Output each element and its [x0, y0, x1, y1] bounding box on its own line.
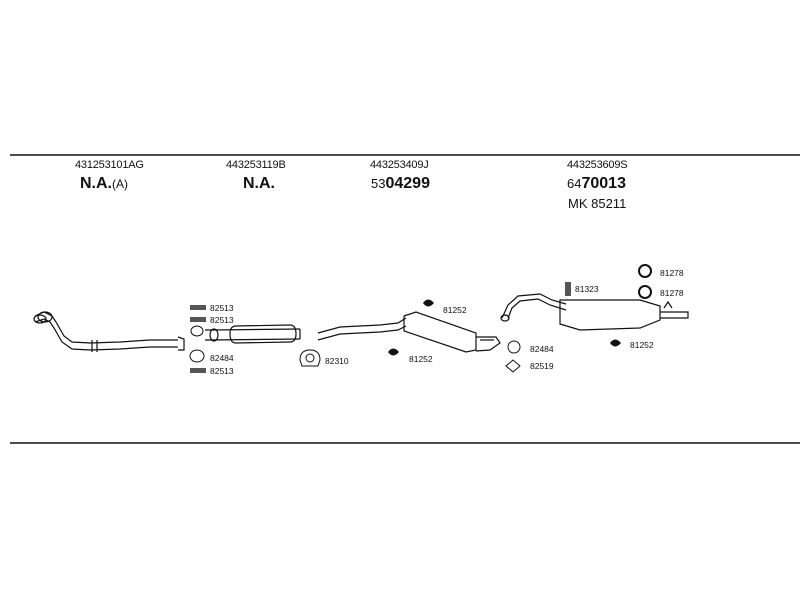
ref-col4-main: 70013	[581, 175, 626, 192]
part-number-col3: 443253409J	[370, 159, 429, 171]
ref-col4-prefix: 64	[567, 176, 582, 191]
label-81252-b: 81252	[409, 354, 433, 364]
part-number-col2: 443253119B	[226, 159, 286, 171]
label-81278-a: 81278	[660, 268, 684, 278]
rubber-mounts	[388, 299, 621, 356]
ref-col3-main: 04299	[385, 175, 430, 192]
rear-fittings	[505, 264, 652, 373]
label-82513-b: 82513	[210, 315, 234, 325]
label-81252-a: 81252	[443, 305, 467, 315]
label-81323: 81323	[575, 284, 599, 294]
label-82484-b: 82484	[530, 344, 554, 354]
status-col1: N.A.(A)	[80, 176, 128, 192]
status-col2: N.A.	[243, 175, 275, 192]
label-81252-c: 81252	[630, 340, 654, 350]
status-col1-main: N.A.	[80, 175, 112, 192]
rear-silencer	[500, 293, 689, 331]
label-82310: 82310	[325, 356, 349, 366]
clamp-icons-left	[189, 305, 206, 373]
label-82484-a: 82484	[210, 353, 234, 363]
hanger-82310	[299, 349, 321, 367]
ref-number-col3: 5304299	[371, 176, 430, 192]
kit-number-col4: MK 85211	[568, 196, 627, 211]
front-pipe	[33, 311, 185, 352]
label-82513-a: 82513	[210, 303, 234, 313]
middle-resonator	[205, 324, 301, 344]
status-col1-suffix: (A)	[112, 177, 128, 191]
label-82519: 82519	[530, 361, 554, 371]
middle-silencer	[317, 311, 501, 353]
part-number-col1: 431253101AG	[75, 159, 144, 171]
ref-number-col4: 6470013	[567, 176, 626, 192]
label-81278-b: 81278	[660, 288, 684, 298]
part-number-col4: 443253609S	[567, 159, 628, 171]
label-82513-c: 82513	[210, 366, 234, 376]
ref-col3-prefix: 53	[371, 176, 386, 191]
